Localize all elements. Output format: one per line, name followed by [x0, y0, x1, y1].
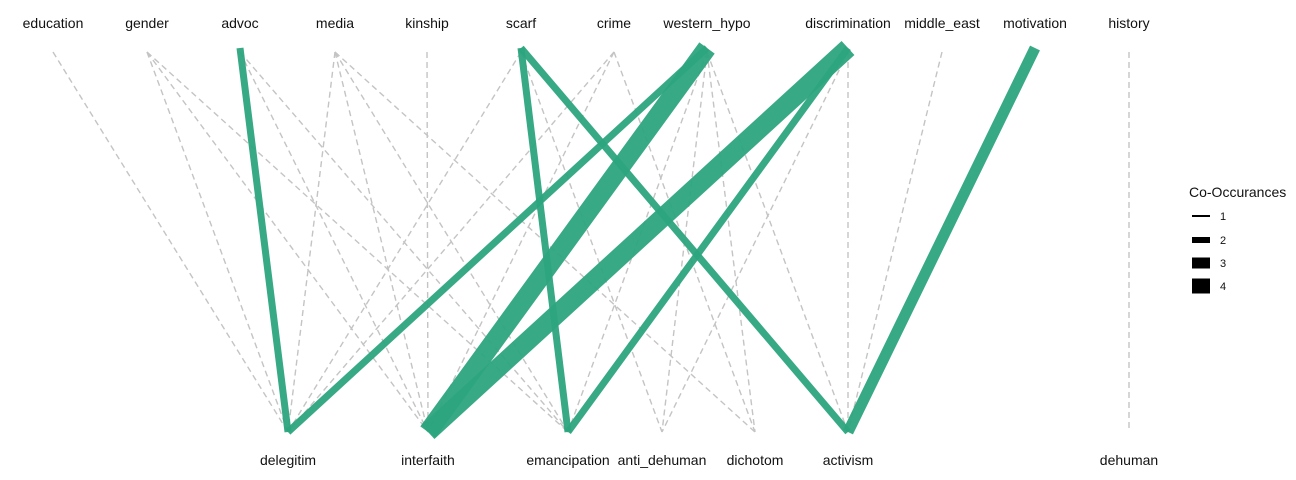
edge-scarf-anti-dehuman	[520, 51, 663, 433]
edge-western-hypo-dichotom	[706, 51, 756, 433]
edge-advoc-interfaith	[239, 51, 429, 433]
edge-western-hypo-interfaith	[420, 42, 715, 438]
highlighted-edges-group	[236, 40, 1040, 440]
bottom-node-label-interfaith: interfaith	[401, 452, 455, 468]
legend-key-2	[1192, 237, 1210, 243]
edge-middle-east-activism	[847, 51, 943, 433]
edge-media-interfaith	[334, 51, 429, 433]
legend-key-3	[1192, 257, 1210, 269]
legend: Co-Occurances 1 2 3 4	[1189, 184, 1286, 294]
legend-title: Co-Occurances	[1189, 184, 1286, 200]
top-node-label-western-hypo: western_hypo	[662, 15, 750, 31]
edge-gender-delegitim	[146, 51, 289, 433]
edge-education-delegitim	[52, 51, 289, 433]
top-node-label-history: history	[1108, 15, 1149, 31]
dashed-edges-group	[52, 51, 1130, 433]
top-node-label-education: education	[23, 15, 84, 31]
top-node-label-gender: gender	[125, 15, 169, 31]
edge-scarf-delegitim	[287, 51, 522, 433]
edge-gender-interfaith	[146, 51, 429, 433]
legend-label-3: 3	[1220, 258, 1226, 270]
bottom-node-label-anti-dehuman: anti_dehuman	[618, 452, 707, 468]
bottom-node-label-dehuman: dehuman	[1100, 452, 1158, 468]
edge-advoc-delegitim	[236, 47, 292, 433]
top-node-label-kinship: kinship	[405, 15, 449, 31]
legend-label-1: 1	[1220, 211, 1226, 223]
top-node-label-crime: crime	[597, 15, 631, 31]
legend-label-4: 4	[1220, 281, 1226, 293]
top-node-label-middle-east: middle_east	[904, 15, 980, 31]
edge-scarf-activism	[518, 45, 851, 435]
edge-gender-emancipation	[146, 51, 569, 433]
bottom-node-label-activism: activism	[823, 452, 874, 468]
edge-media-delegitim	[287, 51, 336, 433]
edge-western-hypo-activism	[706, 51, 849, 433]
top-node-labels: education gender advoc media kinship scarf cri…	[23, 15, 1150, 31]
edge-scarf-emancipation	[517, 47, 572, 433]
bottom-node-label-dichotom: dichotom	[727, 452, 784, 468]
edge-crime-delegitim	[287, 51, 615, 433]
edge-kinship-interfaith	[426, 51, 429, 433]
bottom-node-label-delegitim: delegitim	[260, 452, 316, 468]
top-node-label-advoc: advoc	[221, 15, 258, 31]
bottom-node-labels: delegitim interfaith emancipation anti_dehu…	[260, 452, 1158, 468]
legend-key-4	[1192, 278, 1210, 294]
legend-items: 1 2 3 4	[1192, 211, 1226, 294]
top-node-label-scarf: scarf	[506, 15, 536, 31]
legend-key-1	[1192, 215, 1210, 217]
edge-discrimination-anti-dehuman	[661, 51, 849, 433]
bottom-node-label-emancipation: emancipation	[526, 452, 609, 468]
edge-motivation-activism	[843, 45, 1040, 435]
legend-label-2: 2	[1220, 235, 1226, 247]
edge-discrimination-emancipation	[565, 45, 851, 435]
edge-discrimination-interfaith	[421, 40, 855, 440]
edge-crime-interfaith	[427, 51, 615, 433]
edge-western-hypo-delegitim	[285, 45, 710, 435]
top-node-label-discrimination: discrimination	[805, 15, 891, 31]
top-node-label-motivation: motivation	[1003, 15, 1067, 31]
top-node-label-media: media	[316, 15, 354, 31]
